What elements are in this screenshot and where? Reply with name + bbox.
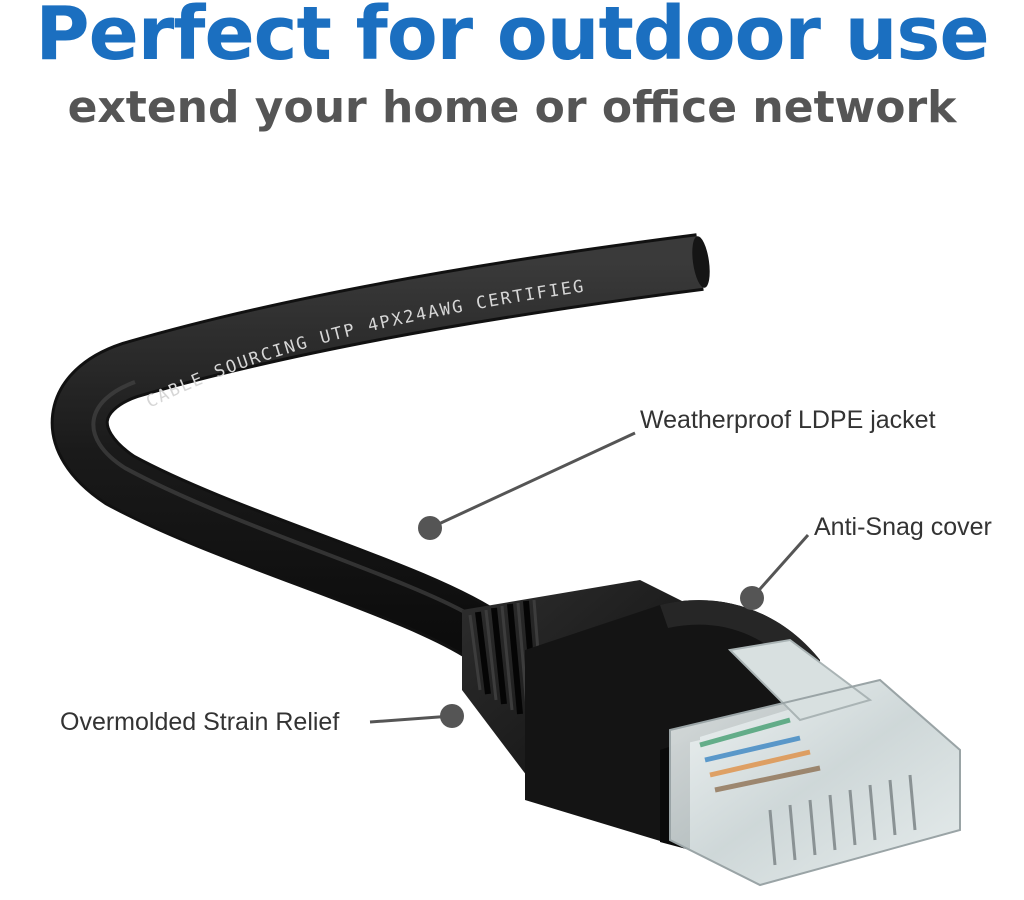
rj45-plug bbox=[669, 638, 961, 887]
callout-leader-strain-relief bbox=[369, 704, 464, 728]
callout-leader-cover bbox=[740, 534, 810, 610]
callout-marker-jacket bbox=[418, 516, 442, 540]
callout-jacket-label: Weatherproof LDPE jacket bbox=[640, 406, 936, 434]
callout-marker-cover bbox=[740, 586, 764, 610]
page-title: Perfect for outdoor use bbox=[35, 0, 989, 77]
cable-jacket: CABLE SOURCING UTP 4PX24AWG CERTIFIEG bbox=[50, 233, 710, 665]
callout-marker-strain-relief bbox=[440, 704, 464, 728]
page-subtitle: extend your home or office network bbox=[67, 82, 957, 133]
callout-strain-relief-label: Overmolded Strain Relief bbox=[60, 708, 340, 736]
callout-leader-jacket bbox=[418, 431, 636, 540]
callout-cover-label: Anti-Snag cover bbox=[814, 513, 992, 541]
